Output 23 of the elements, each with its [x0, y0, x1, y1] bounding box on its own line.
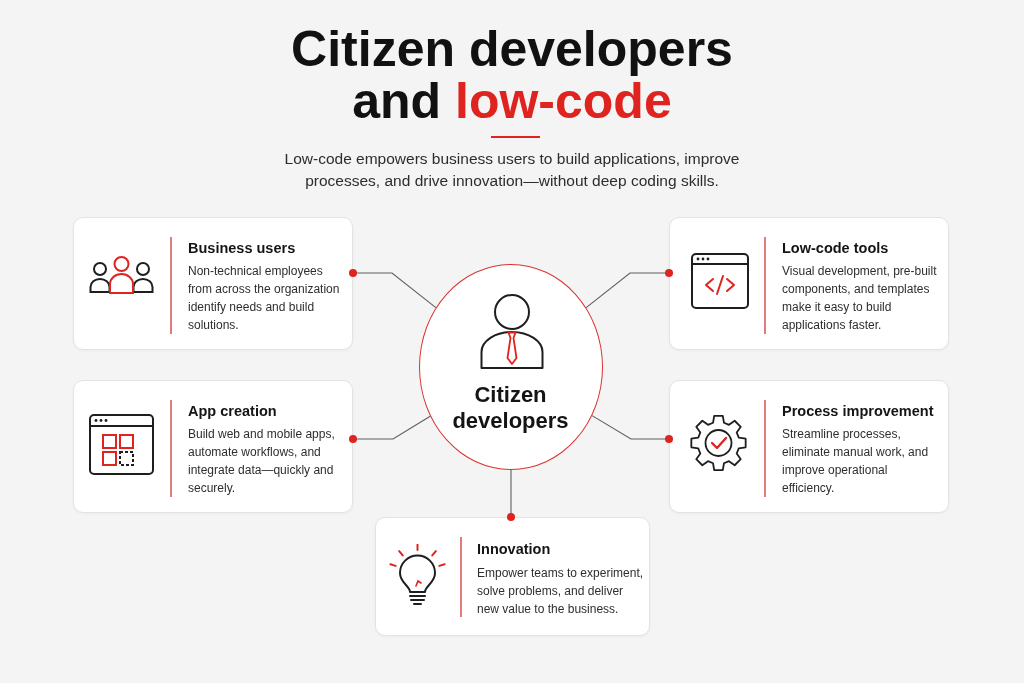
- card-description: Streamline processes, eliminate manual work, and improve operational efficiency.: [782, 426, 930, 497]
- card-heading: Business users: [188, 239, 297, 257]
- card-description: Visual development, pre-built components, and templates make it easy to build applications faster.: [782, 263, 938, 334]
- title: Citizen developers and low-code: [290, 23, 734, 127]
- hub-label: Citizen developers: [451, 382, 570, 434]
- info-card: [73, 380, 353, 513]
- card-heading: Innovation: [477, 540, 552, 558]
- info-card: [669, 217, 949, 350]
- subtitle: Low-code empowers business users to build applications, improve processes, and drive innovation—without deep coding skills.: [283, 149, 741, 191]
- connector-line: [507, 469, 515, 521]
- connector-line: [585, 269, 673, 309]
- info-card: [73, 217, 353, 350]
- card-description: Non-technical employees from across the organization identify needs and build solutions.: [188, 263, 341, 334]
- card-heading: App creation: [188, 402, 278, 420]
- connector-line: [591, 415, 673, 443]
- connector-line: [349, 269, 437, 309]
- card-heading: Low-code tools: [782, 239, 890, 257]
- card-description: Build web and mobile apps, automate workflows, and integrate data—quickly and securely.: [188, 426, 336, 497]
- card-description: Empower teams to experiment, solve problems, and deliver new value to the business.: [477, 565, 645, 618]
- info-card: [669, 380, 949, 513]
- info-card: [375, 517, 650, 636]
- connector-line: [349, 415, 431, 443]
- card-heading: Process improvement: [782, 402, 935, 420]
